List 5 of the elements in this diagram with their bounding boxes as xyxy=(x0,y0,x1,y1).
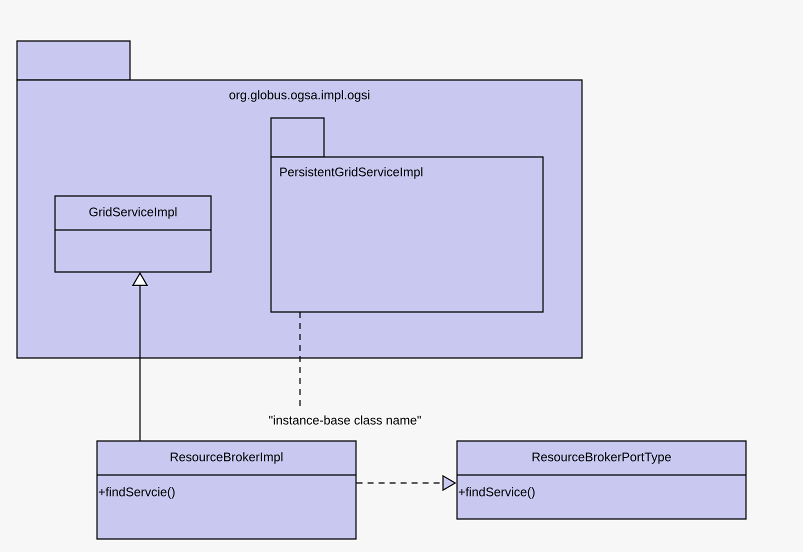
class-box: ResourceBrokerPortType +findService() xyxy=(456,440,747,520)
package-box: PersistentGridServiceImpl xyxy=(270,117,544,313)
class-box: ResourceBrokerImpl +findServcie() xyxy=(96,440,357,540)
note-text: "instance-base class name" xyxy=(269,415,421,425)
class-box: GridServiceImpl xyxy=(54,195,212,273)
